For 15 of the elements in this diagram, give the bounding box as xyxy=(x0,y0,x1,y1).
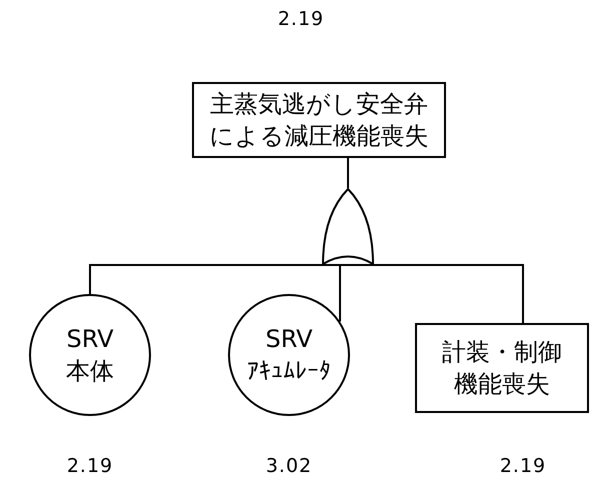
event-label: 主蒸気逃がし安全弁による減圧機能喪失 xyxy=(208,89,430,152)
event-label: SRV xyxy=(66,324,114,355)
event-label: 本体 xyxy=(66,356,114,387)
probability-value: 2.19 xyxy=(278,8,324,30)
event-label: 計装・制御機能喪失 xyxy=(441,337,563,400)
event-label: ｱｷｭﾑﾚｰﾀ xyxy=(247,356,331,387)
probability-value: 2.19 xyxy=(500,455,546,477)
event-box xyxy=(192,82,446,158)
connector-line xyxy=(347,264,524,323)
event-box xyxy=(415,323,589,413)
event-label: SRV xyxy=(265,324,312,355)
or-gate-symbol xyxy=(322,188,374,265)
connector-line xyxy=(347,158,349,188)
probability-value: 2.19 xyxy=(66,455,114,477)
probability-value: 3.02 xyxy=(266,455,312,477)
